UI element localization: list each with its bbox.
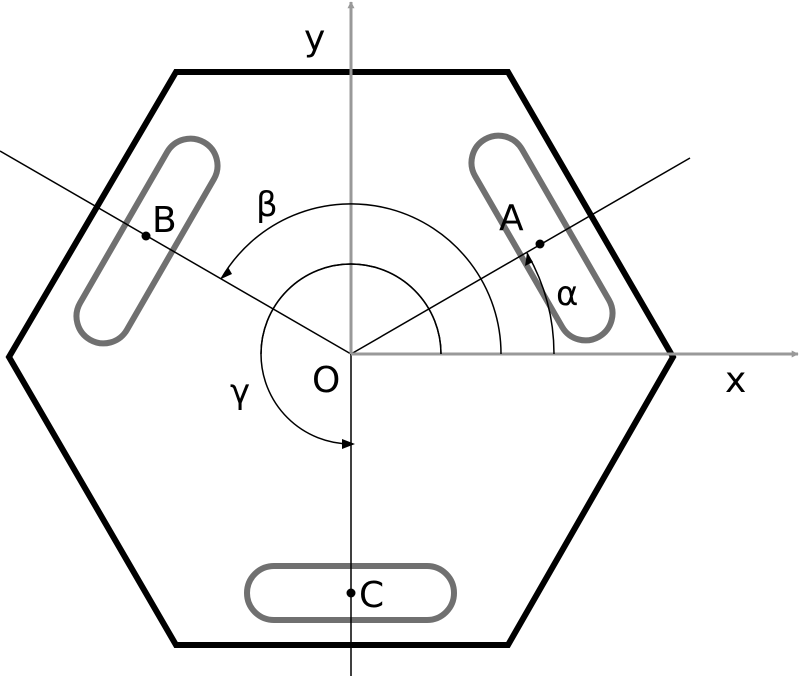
line-oa bbox=[350, 157, 691, 355]
beta-label: β bbox=[256, 185, 278, 225]
point-c-label: C bbox=[359, 575, 384, 616]
line-ob bbox=[0, 150, 352, 355]
angle-gamma-arc bbox=[260, 263, 442, 445]
origin-label: O bbox=[312, 360, 340, 401]
slot-a bbox=[468, 132, 616, 344]
point-a-dot bbox=[535, 239, 545, 249]
point-c-dot bbox=[346, 588, 356, 598]
point-a-label: A bbox=[499, 198, 524, 239]
angle-gamma-arrowhead bbox=[342, 439, 355, 449]
angle-beta-arrowhead bbox=[221, 267, 232, 279]
y-axis-label: y bbox=[304, 18, 325, 59]
point-b-dot bbox=[141, 231, 151, 241]
hexagon-outline bbox=[5, 69, 677, 648]
gamma-label: γ bbox=[230, 372, 250, 412]
angle-alpha-arrowhead bbox=[525, 253, 533, 266]
angle-beta-arc bbox=[220, 203, 502, 355]
point-b-label: B bbox=[152, 200, 177, 241]
x-axis-label: x bbox=[725, 360, 746, 401]
alpha-label: α bbox=[556, 274, 578, 314]
slot-b bbox=[73, 135, 221, 347]
